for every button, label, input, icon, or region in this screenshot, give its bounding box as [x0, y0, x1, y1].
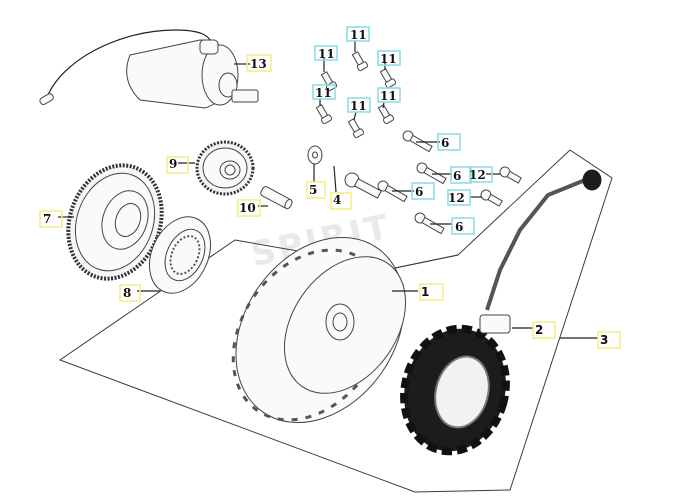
svg-text:2: 2 [535, 323, 543, 337]
svg-text:13: 13 [250, 57, 267, 71]
bolts-12 [480, 166, 522, 207]
svg-text:11: 11 [318, 47, 335, 61]
callout-2[interactable]: 2 [532, 321, 556, 339]
callout-4[interactable]: 4 [330, 192, 352, 210]
svg-text:11: 11 [350, 28, 367, 42]
callout-11d[interactable]: 11 [312, 84, 336, 100]
callout-11c[interactable]: 11 [377, 50, 401, 66]
bolts-11 [315, 51, 397, 139]
stator-2 [400, 169, 602, 456]
svg-text:12: 12 [448, 191, 465, 205]
idle-gear-9 [195, 140, 255, 196]
svg-text:7: 7 [43, 212, 51, 226]
callout-11b[interactable]: 11 [314, 45, 338, 61]
svg-text:11: 11 [315, 86, 332, 100]
svg-text:6: 6 [415, 185, 423, 199]
group-divider [394, 254, 459, 269]
driven-gear-7 [66, 163, 164, 281]
svg-text:12: 12 [469, 168, 486, 182]
svg-text:6: 6 [441, 136, 449, 150]
callout-6b[interactable]: 6 [450, 166, 472, 184]
callout-8[interactable]: 8 [119, 284, 141, 302]
starter-cable [45, 29, 213, 101]
svg-text:1: 1 [421, 285, 429, 299]
callout-11e[interactable]: 11 [347, 97, 371, 113]
leader-lines [58, 40, 598, 339]
callout-6a[interactable]: 6 [437, 133, 461, 151]
svg-text:6: 6 [455, 220, 463, 234]
stator-connector [582, 169, 602, 191]
svg-text:4: 4 [333, 193, 341, 207]
bolts-6 [377, 130, 447, 235]
stator-wire [485, 176, 591, 311]
cable-terminal [39, 93, 54, 105]
flywheel-bolt-4 [344, 172, 382, 199]
svg-text:9: 9 [169, 157, 177, 171]
callout-5[interactable]: 5 [306, 181, 326, 199]
callout-6c[interactable]: 6 [411, 182, 435, 200]
flywheel-1 [231, 236, 407, 424]
callout-7[interactable]: 7 [39, 210, 63, 228]
svg-text:11: 11 [380, 89, 397, 103]
svg-text:6: 6 [453, 169, 461, 183]
callout-11f[interactable]: 11 [377, 87, 401, 103]
svg-text:11: 11 [350, 99, 367, 113]
callout-1[interactable]: 1 [419, 283, 444, 301]
callout-10[interactable]: 10 [237, 199, 261, 217]
callout-9[interactable]: 9 [166, 156, 189, 174]
callout-13[interactable]: 13 [246, 54, 272, 72]
motor-terminal [199, 39, 219, 55]
callout-11a[interactable]: 11 [346, 26, 370, 42]
idle-shaft-10 [260, 186, 293, 210]
svg-text:5: 5 [309, 183, 317, 197]
one-way-clutch-8 [149, 216, 211, 294]
svg-text:11: 11 [380, 52, 397, 66]
motor-pinion [231, 89, 259, 103]
callout-12b[interactable]: 12 [447, 189, 471, 206]
callout-3[interactable]: 3 [597, 331, 621, 349]
svg-text:10: 10 [239, 201, 256, 215]
callout-6d[interactable]: 6 [451, 217, 475, 235]
starter-motor[interactable] [39, 29, 259, 109]
svg-text:3: 3 [600, 333, 608, 347]
svg-text:8: 8 [123, 286, 131, 300]
callout-12a[interactable]: 12 [469, 166, 493, 183]
pickup-coil [479, 314, 511, 334]
washer-5 [307, 145, 323, 165]
